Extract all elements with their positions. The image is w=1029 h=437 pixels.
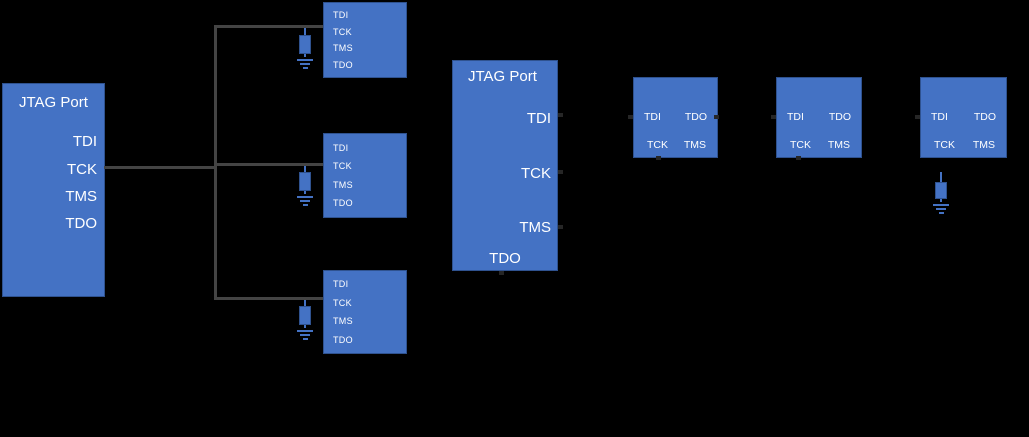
pin-tdo: TDO (973, 111, 996, 123)
wire-stub (304, 325, 306, 328)
termination-resistor-1 (297, 28, 313, 69)
termination-resistor-2 (297, 166, 313, 206)
connector-arrow-icon (558, 113, 563, 117)
wire-stub (304, 300, 306, 306)
pin-tck: TCK (67, 161, 97, 178)
connector-arrow-icon (558, 170, 563, 174)
pin-tck: TCK (333, 297, 352, 308)
ground-icon (297, 57, 313, 69)
wire-branch-middle (214, 163, 324, 166)
connector-arrow-icon (714, 115, 719, 119)
connector-arrow-icon (915, 115, 920, 119)
jtag-port-title: JTAG Port (468, 68, 537, 85)
jtag-device-chain-1: TDI TDO TCK TMS (633, 77, 718, 158)
pin-tdi: TDI (333, 142, 349, 153)
pin-tms: TMS (972, 139, 995, 151)
jtag-port-title: JTAG Port (19, 94, 88, 111)
termination-resistor-3 (297, 300, 313, 340)
wire-stub (304, 54, 306, 57)
ground-icon (933, 202, 949, 214)
pin-tck: TCK (521, 165, 551, 182)
pin-tms: TMS (519, 219, 551, 236)
wire-stub (304, 28, 306, 35)
pin-tdo: TDO (828, 111, 851, 123)
pin-tdo: TDO (333, 60, 353, 71)
wire-stub (940, 172, 942, 182)
ground-icon (297, 328, 313, 340)
wire-branch-bottom (214, 297, 324, 300)
pin-tms: TMS (683, 139, 706, 151)
pin-tdi: TDI (931, 111, 948, 123)
pin-tck: TCK (934, 139, 955, 151)
pin-tdi: TDI (526, 110, 551, 127)
pin-tdo: TDO (684, 111, 707, 123)
resistor-icon (299, 172, 311, 191)
pin-tdo: TDO (489, 250, 521, 267)
connector-arrow-icon (796, 156, 801, 160)
jtag-device-chain-2: TDI TDO TCK TMS (776, 77, 862, 158)
wire-branch-top (214, 25, 324, 28)
wire-stub (304, 191, 306, 194)
pin-tck: TCK (333, 161, 352, 172)
resistor-icon (935, 182, 947, 199)
jtag-port-star-box: JTAG Port TDI TCK TMS TDO (2, 83, 105, 297)
pin-tms: TMS (333, 43, 353, 54)
connector-arrow-icon (558, 225, 563, 229)
pin-tck: TCK (790, 139, 811, 151)
wire-stub (940, 199, 942, 202)
pin-tdi: TDI (333, 279, 349, 290)
wire-bus-vertical (214, 25, 217, 300)
pin-tdi: TDI (72, 133, 97, 150)
jtag-device-star-3: TDI TCK TMS TDO (323, 270, 407, 354)
pin-tdi: TDI (333, 9, 349, 20)
connector-arrow-icon (771, 115, 776, 119)
pin-tdo: TDO (333, 334, 353, 345)
jtag-port-chain-box: JTAG Port TDI TCK TMS TDO (452, 60, 558, 271)
connector-arrow-icon (499, 271, 504, 275)
wire-port-to-bus (104, 166, 216, 169)
ground-icon (297, 194, 313, 206)
pin-tms: TMS (65, 188, 97, 205)
resistor-icon (299, 35, 311, 54)
termination-resistor-chain (933, 172, 949, 214)
pin-tdo: TDO (65, 215, 97, 232)
wire-stub (304, 166, 306, 172)
pin-tdo: TDO (333, 198, 353, 209)
pin-tdi: TDI (787, 111, 804, 123)
connector-arrow-icon (628, 115, 633, 119)
pin-tck: TCK (333, 26, 352, 37)
pin-tms: TMS (333, 316, 353, 327)
jtag-device-star-2: TDI TCK TMS TDO (323, 133, 407, 218)
pin-tdi: TDI (644, 111, 661, 123)
connector-arrow-icon (656, 156, 661, 160)
pin-tms: TMS (827, 139, 850, 151)
resistor-icon (299, 306, 311, 325)
pin-tms: TMS (333, 179, 353, 190)
jtag-device-star-1: TDI TCK TMS TDO (323, 2, 407, 78)
pin-tck: TCK (647, 139, 668, 151)
jtag-device-chain-3: TDI TDO TCK TMS (920, 77, 1007, 158)
